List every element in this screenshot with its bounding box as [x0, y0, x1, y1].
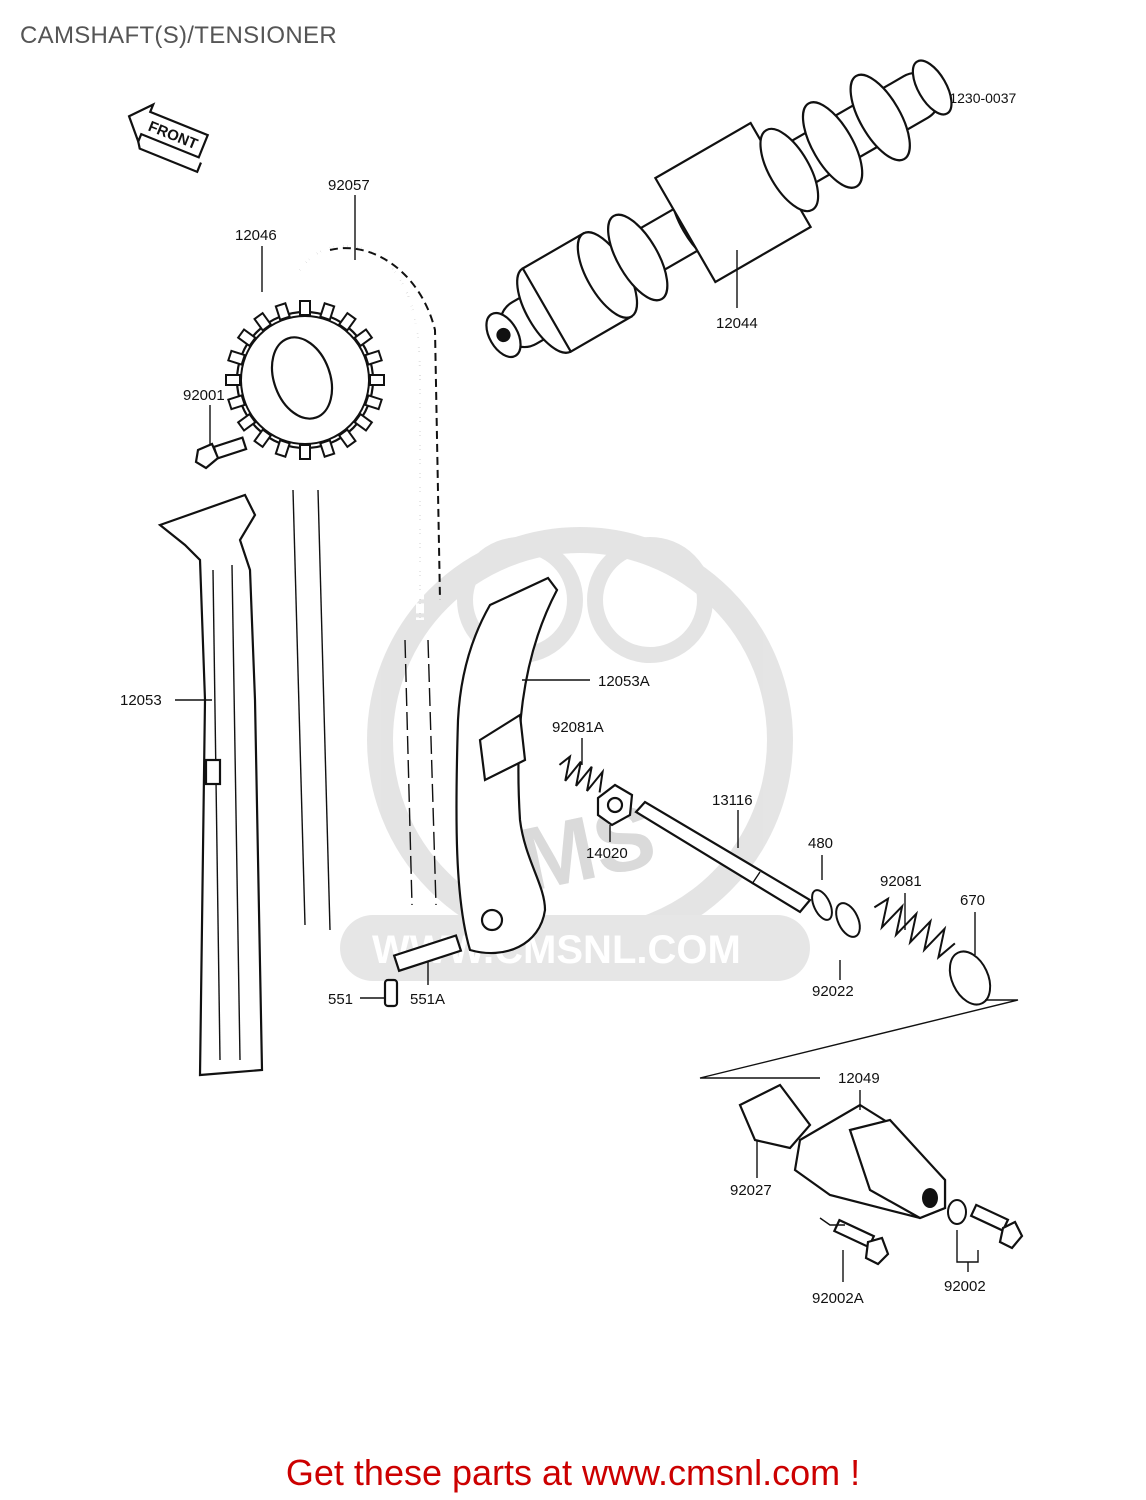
part-label: 12046: [235, 227, 277, 244]
parts-diagram: CMS WWW.CMSNL.COM FRONT: [120, 59, 1024, 1307]
part-label: 480: [808, 835, 833, 852]
chain-guide: [157, 493, 264, 1077]
sprocket-tooth: [369, 374, 385, 386]
part-label: 92057: [328, 177, 370, 194]
part-label: 92081: [880, 873, 922, 890]
part-label: 13116: [712, 792, 753, 809]
part-label: 12044: [716, 315, 758, 332]
washer: [835, 902, 861, 938]
part-label: 92002A: [812, 1290, 864, 1307]
part-label: 12049: [838, 1070, 880, 1087]
leader-lines: [175, 195, 979, 1282]
footer-cta-link[interactable]: Get these parts at www.cmsnl.com !: [285, 1452, 861, 1493]
o-ring: [948, 950, 992, 1006]
part-label: 12053: [120, 692, 162, 709]
part-label: 551A: [410, 991, 445, 1008]
sprocket-tooth: [227, 394, 246, 411]
housing-washer: [947, 1199, 967, 1225]
tensioner-sleeve: [738, 1083, 812, 1150]
cam-chain: [292, 242, 441, 931]
cam-sprocket: [225, 300, 385, 460]
tensioner-guide: [455, 576, 559, 955]
diagram-reference-code: E1230-0037: [940, 90, 1017, 106]
small-pin: [383, 978, 399, 1008]
tensioner-rod: [634, 800, 812, 914]
sprocket-tooth: [299, 444, 311, 460]
housing-bolt-a: [832, 1218, 890, 1266]
part-label: 92001: [183, 387, 225, 404]
guide-pin: [392, 934, 463, 973]
front-arrow-icon: FRONT: [127, 102, 210, 174]
tensioner-housing: [793, 1103, 947, 1220]
small-spring: [558, 754, 605, 793]
part-label: 551: [328, 991, 353, 1008]
part-label: 92002: [944, 1278, 986, 1295]
sprocket-bolt: [194, 436, 248, 470]
watermark: CMS WWW.CMSNL.COM: [340, 527, 810, 981]
camshaft: [485, 59, 953, 359]
part-label: 670: [960, 892, 985, 909]
part-label: 92081A: [552, 719, 604, 736]
part-label: 92027: [730, 1182, 772, 1199]
sprocket-tooth: [225, 374, 241, 386]
assembly-connector: [699, 999, 1019, 1079]
sprocket-tooth: [227, 349, 246, 366]
housing-bolt: [969, 1203, 1024, 1250]
page-title: CAMSHAFT(S)/TENSIONER: [20, 22, 337, 49]
part-label: 92022: [812, 983, 854, 1000]
part-label: 14020: [586, 845, 628, 862]
sprocket-tooth: [299, 300, 311, 316]
part-labels: 12044 12046 92057 92001 12053 12053A 920…: [120, 177, 986, 1307]
nut: [596, 783, 634, 827]
part-label: 12053A: [598, 673, 650, 690]
tensioner-spring: [873, 896, 956, 960]
circlip: [811, 889, 833, 921]
